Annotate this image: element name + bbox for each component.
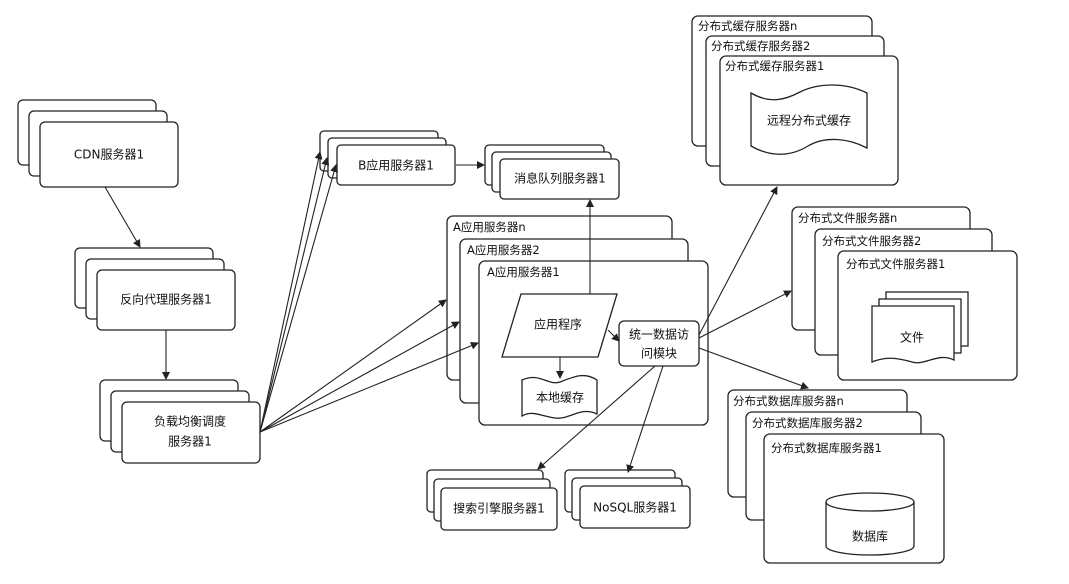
load-balancer-stack: 负载均衡调度 服务器1	[99, 379, 261, 464]
file-server-2-label: 分布式文件服务器2	[822, 234, 921, 248]
db-server-2-label: 分布式数据库服务器2	[752, 416, 863, 430]
a-app-server-n-label: A应用服务器n	[453, 220, 526, 234]
message-queue-stack: 消息队列服务器1	[484, 144, 620, 200]
b-app-server-label: B应用服务器1	[358, 158, 434, 173]
cache-server-2-label: 分布式缓存服务器2	[711, 39, 810, 53]
nosql-label: NoSQL服务器1	[593, 500, 677, 515]
search-engine-label: 搜索引擎服务器1	[453, 501, 545, 516]
data-access-module: 统一数据访 问模块	[618, 320, 700, 367]
cdn-server-label: CDN服务器1	[74, 147, 144, 162]
file-server-1-label: 分布式文件服务器1	[846, 257, 945, 271]
remote-cache-label: 远程分布式缓存	[767, 113, 851, 128]
b-app-server-stack: B应用服务器1	[319, 130, 456, 186]
file-label: 文件	[900, 330, 924, 345]
a-app-server-1-label: A应用服务器1	[487, 265, 560, 279]
cache-server-1-label: 分布式缓存服务器1	[725, 59, 824, 73]
file-server-n-label: 分布式文件服务器n	[798, 211, 897, 225]
distributed-file-stack: 分布式文件服务器n 分布式文件服务器2 分布式文件服务器1 文件	[791, 206, 1018, 381]
reverse-proxy-stack: 反向代理服务器1	[74, 247, 236, 331]
data-access-label-2: 问模块	[641, 347, 677, 361]
database-label: 数据库	[852, 529, 888, 544]
load-balancer-label-1: 负载均衡调度	[154, 414, 226, 429]
data-access-label-1: 统一数据访	[629, 327, 689, 342]
application-node: 应用程序	[501, 293, 618, 358]
application-label: 应用程序	[534, 317, 582, 332]
local-cache-node: 本地缓存	[521, 374, 598, 419]
connection-arrows	[104, 151, 809, 473]
database-cylinder-icon	[825, 492, 915, 556]
distributed-cache-stack: 分布式缓存服务器n 分布式缓存服务器2 分布式缓存服务器1 远程分布式缓存	[691, 15, 899, 186]
file-icon	[871, 291, 969, 364]
cache-server-n-label: 分布式缓存服务器n	[698, 19, 797, 33]
distributed-db-stack: 分布式数据库服务器n 分布式数据库服务器2 分布式数据库服务器1 数据库	[727, 389, 945, 564]
reverse-proxy-label: 反向代理服务器1	[120, 292, 212, 307]
db-server-n-label: 分布式数据库服务器n	[733, 394, 844, 408]
a-app-server-2-label: A应用服务器2	[467, 243, 540, 257]
db-server-1-label: 分布式数据库服务器1	[771, 441, 882, 455]
local-cache-label: 本地缓存	[536, 391, 584, 405]
cdn-server-stack: CDN服务器1	[17, 99, 179, 188]
nosql-stack: NoSQL服务器1	[564, 469, 691, 529]
message-queue-label: 消息队列服务器1	[514, 171, 606, 186]
load-balancer-label-2: 服务器1	[168, 434, 212, 449]
search-engine-stack: 搜索引擎服务器1	[426, 469, 558, 531]
